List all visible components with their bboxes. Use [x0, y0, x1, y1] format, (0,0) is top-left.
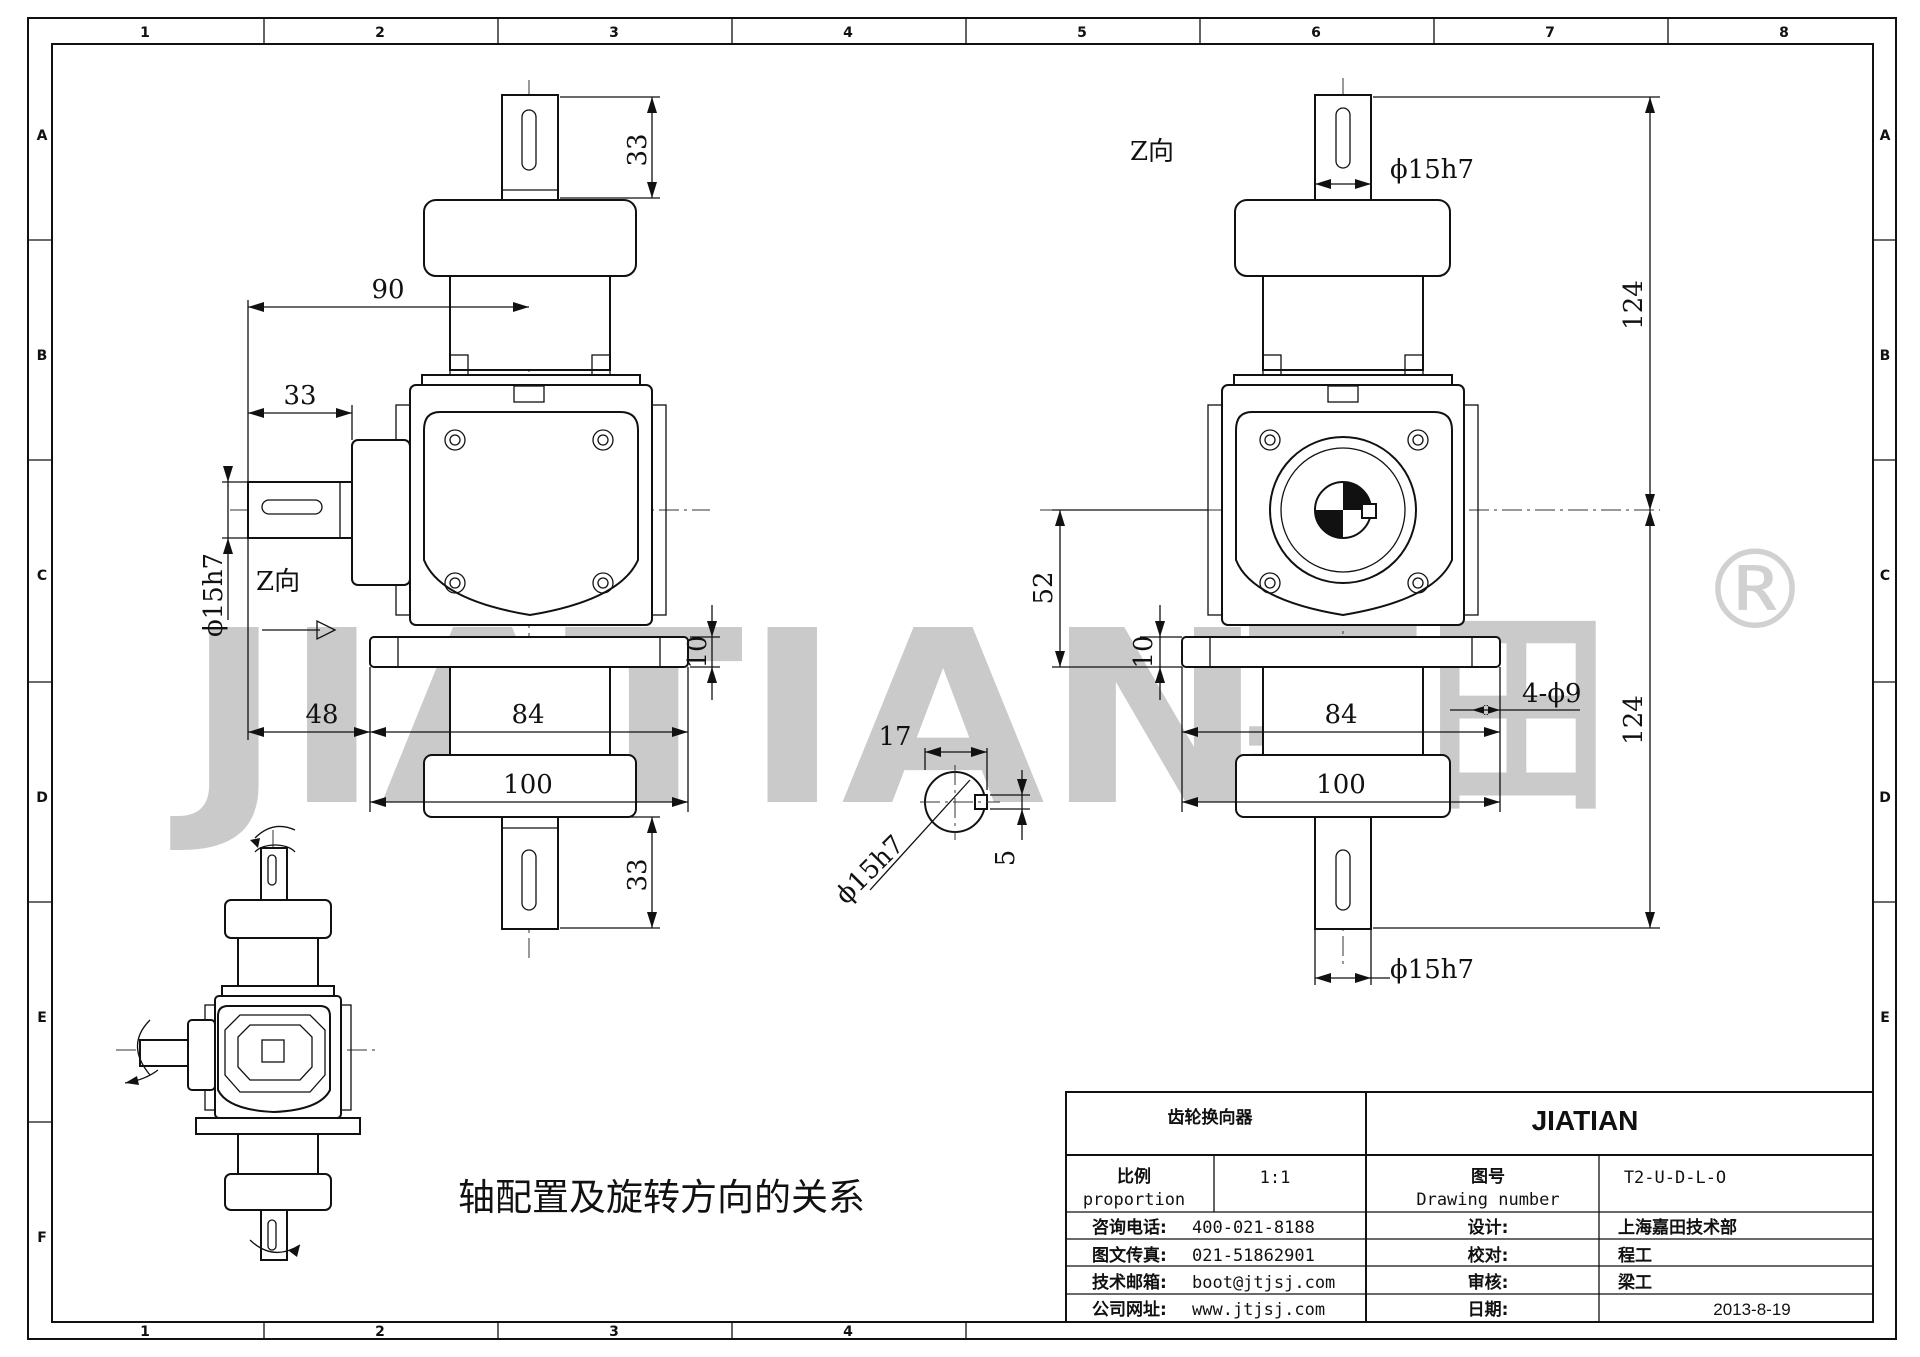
dim-z-84: 84: [1324, 700, 1357, 730]
dim-z-dia-top: ϕ15h7: [1390, 155, 1474, 185]
dim-bottom-shaft: 33: [623, 858, 653, 891]
dim-top-shaft: 33: [623, 133, 653, 166]
dim-key-5: 5: [991, 850, 1021, 867]
zone-right-E: E: [1880, 1010, 1890, 1026]
sheet-border: [27, 17, 1897, 1340]
zone-top-4: 4: [843, 25, 853, 41]
watermark: JIATIAN 嘉田 ®: [170, 526, 1810, 859]
zone-top-2: 2: [375, 25, 385, 41]
dim-z-holes: 4-ϕ9: [1522, 679, 1582, 709]
tb-email-label: 技术邮箱:: [1092, 1272, 1167, 1293]
tb-review: 梁工: [1617, 1272, 1652, 1293]
zone-labels: 1 2 3 4 5 6 7 8 1 2 3 4 A B C D E F A B …: [36, 25, 1891, 1340]
rotation-view: [116, 825, 380, 1261]
tb-date: 2013-8-19: [1713, 1300, 1791, 1319]
caption-shaft-rotation: 轴配置及旋转方向的关系: [458, 1176, 865, 1219]
dim-z-52: 52: [1029, 571, 1059, 604]
title-block: 齿轮换向器 JIATIAN 比例 proportion 1:1 图号 Drawi…: [1065, 1091, 1874, 1323]
tb-scale-label-en: proportion: [1083, 1190, 1185, 1210]
zone-right-A: A: [1880, 128, 1891, 144]
zone-top-6: 6: [1311, 25, 1321, 41]
tb-fax-label: 图文传真:: [1092, 1245, 1167, 1266]
zone-left-D: D: [36, 790, 48, 806]
tb-product: 齿轮换向器: [1168, 1107, 1254, 1128]
front-view: 33 90 33 ϕ15h7 Z向 10 48 84: [199, 80, 720, 958]
zone-bottom-1: 1: [140, 1324, 150, 1340]
dim-left-dia: ϕ15h7: [199, 553, 229, 637]
zone-left-E: E: [37, 1010, 47, 1026]
zone-top-3: 3: [609, 25, 619, 41]
z-view: Z向: [1029, 78, 1660, 985]
zone-bottom-2: 2: [375, 1324, 385, 1340]
dim-84: 84: [511, 700, 544, 730]
zone-right-C: C: [1880, 568, 1890, 584]
tb-scale-value: 1:1: [1260, 1168, 1291, 1188]
zone-top-8: 8: [1779, 25, 1789, 41]
dim-z-124-top: 124: [1619, 280, 1649, 330]
zone-left-A: A: [37, 128, 48, 144]
dim-48: 48: [305, 700, 338, 730]
dim-z-100: 100: [1316, 770, 1366, 800]
zone-bottom-4: 4: [843, 1324, 853, 1340]
tb-drawing-no: T2-U-D-L-O: [1624, 1168, 1726, 1188]
dim-z-124-bottom: 124: [1619, 695, 1649, 745]
tb-design: 上海嘉田技术部: [1618, 1217, 1737, 1238]
tb-design-label: 设计:: [1468, 1217, 1509, 1238]
zone-top-5: 5: [1077, 25, 1087, 41]
tb-drawing-no-label-en: Drawing number: [1416, 1190, 1559, 1210]
dim-key-17: 17: [878, 722, 911, 752]
watermark-registered: ®: [1700, 526, 1810, 654]
tb-check: 程工: [1618, 1246, 1652, 1266]
tb-drawing-no-label: 图号: [1471, 1167, 1505, 1187]
watermark-brand: JIATIAN: [170, 579, 1265, 859]
dim-90: 90: [371, 275, 404, 305]
zone-right-D: D: [1879, 790, 1891, 806]
zone-top-7: 7: [1545, 25, 1555, 41]
dim-side-shaft: 33: [283, 381, 316, 411]
zone-right-B: B: [1880, 348, 1891, 364]
dim-100: 100: [503, 770, 553, 800]
dim-flange-10: 10: [683, 635, 713, 668]
tb-fax: 021-51862901: [1192, 1246, 1315, 1266]
tb-phone-label: 咨询电话:: [1092, 1217, 1167, 1238]
tb-review-label: 审核:: [1468, 1272, 1509, 1293]
tb-web-label: 公司网址:: [1092, 1300, 1167, 1320]
z-direction-label: Z向: [256, 567, 300, 597]
zone-left-C: C: [37, 568, 47, 584]
dim-z-dia-bottom: ϕ15h7: [1390, 955, 1474, 985]
zone-bottom-3: 3: [609, 1324, 619, 1340]
zone-left-B: B: [37, 348, 48, 364]
zone-top-1: 1: [140, 25, 150, 41]
dim-z-10: 10: [1129, 635, 1159, 668]
tb-check-label: 校对:: [1468, 1245, 1509, 1266]
tb-phone: 400-021-8188: [1192, 1218, 1315, 1238]
tb-email: boot@jtjsj.com: [1192, 1273, 1335, 1293]
zone-left-F: F: [37, 1230, 47, 1246]
tb-scale-label: 比例: [1117, 1166, 1151, 1187]
tb-web: www.jtjsj.com: [1192, 1300, 1325, 1320]
tb-brand: JIATIAN: [1532, 1105, 1639, 1136]
tb-date-label: 日期:: [1468, 1300, 1509, 1320]
z-view-title: Z向: [1130, 137, 1174, 167]
